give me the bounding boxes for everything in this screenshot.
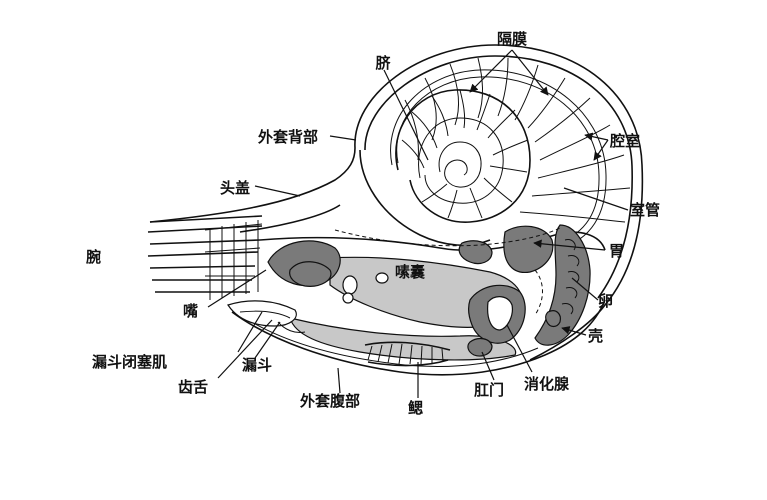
hood-leader [254, 185, 301, 197]
chamber-leader-2 [593, 139, 609, 161]
label-chamber: 腔室 [609, 132, 640, 150]
inner-whorl [395, 89, 531, 223]
label-septum: 隔膜 [497, 30, 527, 48]
arms-illustration [147, 215, 263, 300]
label-shell: 壳 [587, 327, 603, 345]
label-anus: 肛门 [474, 381, 504, 399]
digestive-gland-lumen [487, 296, 513, 331]
labels: 脐 隔膜 外套背部 腔室 头盖 室管 腕 胃 嗉囊 嘴 卵 壳 漏斗闭塞肌 漏斗… [86, 30, 660, 417]
digestive-gland-leader [506, 324, 533, 373]
funnel-shape [227, 300, 297, 327]
shell-body-chamber [359, 149, 491, 246]
jaw-dark [289, 261, 332, 287]
anus-organ [467, 337, 493, 357]
shell-leader [561, 326, 587, 336]
body-illustration [147, 147, 606, 376]
label-arms: 腕 [86, 248, 101, 266]
spiral-center [438, 141, 482, 188]
label-stomach: 胃 [609, 242, 624, 260]
stomach-organ [503, 225, 554, 274]
label-siphuncle: 室管 [630, 201, 660, 219]
label-funnel-valve-muscle: 漏斗闭塞肌 [92, 353, 167, 371]
statocyst [342, 275, 358, 295]
label-crop: 嗉囊 [395, 263, 426, 281]
ventral-mass [289, 317, 517, 361]
siphuncle-tube [390, 69, 607, 249]
ovary-loops [561, 239, 580, 315]
ovary-leader [571, 277, 599, 301]
dashed-course-1 [334, 227, 561, 247]
nerve-ganglion [375, 272, 389, 284]
gills-illustration [364, 341, 451, 367]
funnel-leader [254, 321, 281, 359]
label-radula: 齿舌 [178, 378, 208, 396]
organ-upper [458, 240, 493, 265]
radula-shape [277, 321, 306, 333]
septum-leader-1 [469, 49, 513, 93]
label-mantle-dorsal: 外套背部 [257, 128, 318, 146]
chamber-leader-1 [584, 132, 609, 141]
mouth-leader [207, 269, 267, 308]
septa-inner [401, 89, 529, 219]
stomach-leader [533, 239, 606, 251]
anus-leader [481, 351, 495, 381]
label-hood: 头盖 [220, 179, 250, 197]
shell-outer-wall [354, 44, 644, 361]
hood-outline [149, 147, 356, 223]
label-mantle-ventral: 外套腹部 [299, 392, 360, 410]
leader-lines [207, 49, 629, 398]
septum-leader-2 [511, 49, 549, 96]
label-funnel: 漏斗 [242, 356, 272, 374]
umbilicus-leader [383, 69, 429, 161]
mantle-ventral [231, 299, 606, 376]
inner-whorl-2 [418, 117, 504, 204]
shell-illustration [354, 44, 644, 361]
dashed-course-2 [534, 269, 543, 316]
label-digestive-gland: 消化腺 [524, 375, 570, 393]
label-umbilicus: 脐 [375, 54, 391, 72]
funnel-valve-leader [237, 311, 263, 353]
siphuncle-leader [563, 187, 629, 211]
mantle-top [239, 204, 341, 233]
septa-outer [404, 57, 631, 223]
label-ovary: 卵 [598, 292, 613, 310]
siphuncle-tube-inner [396, 76, 600, 243]
radula-leader [217, 319, 273, 379]
label-mouth: 嘴 [183, 302, 198, 320]
funnel-valve-line [239, 310, 291, 319]
label-gills: 鳃 [408, 399, 423, 417]
mantle-ventral-leader [337, 367, 341, 394]
mantle-dorsal-leader [329, 135, 357, 141]
shell-gland [545, 310, 561, 328]
shell-inner-wall [364, 55, 633, 299]
statocyst-2 [342, 292, 354, 304]
